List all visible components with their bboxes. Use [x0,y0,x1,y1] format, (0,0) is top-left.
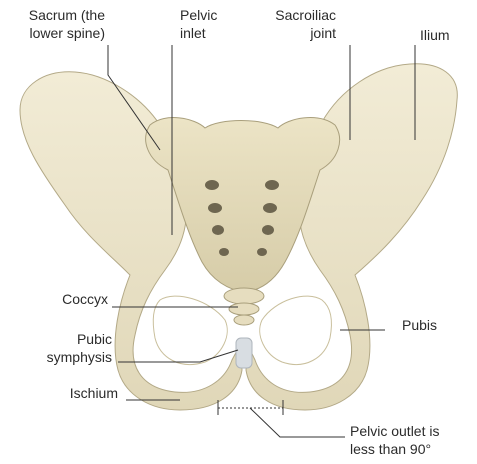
pelvic-outlet-label-line2: less than 90° [350,440,470,458]
pubic-symphysis-label-line2: symphysis [10,348,112,366]
left-obturator-foramen [153,296,227,364]
sacrum-label-line2: lower spine) [5,24,105,42]
sacrum-label: Sacrum (the lower spine) [5,6,105,42]
sacroiliac-label-line1: Sacroiliac [250,6,336,24]
pelvic-outlet-leader [250,408,345,437]
pelvic-inlet-label-line1: Pelvic [180,6,240,24]
pubic-symphysis-label: Pubic symphysis [10,330,112,366]
pelvic-inlet-label-line2: inlet [180,24,240,42]
sacroiliac-label: Sacroiliac joint [250,6,336,42]
pelvic-inlet-label: Pelvic inlet [180,6,240,42]
pubic-symphysis-cartilage [236,338,252,368]
pelvic-outlet-label-line1: Pelvic outlet is [350,422,470,440]
sacrum-label-line1: Sacrum (the [5,6,105,24]
pubic-symphysis-label-line1: Pubic [10,330,112,348]
right-obturator-foramen [260,296,332,364]
pelvic-outlet-label: Pelvic outlet is less than 90° [350,422,470,458]
ischium-label: Ischium [20,384,118,402]
pubis-label: Pubis [402,316,437,334]
sacroiliac-label-line2: joint [250,24,336,42]
coccyx-label: Coccyx [28,290,108,308]
ilium-label: Ilium [420,26,450,44]
